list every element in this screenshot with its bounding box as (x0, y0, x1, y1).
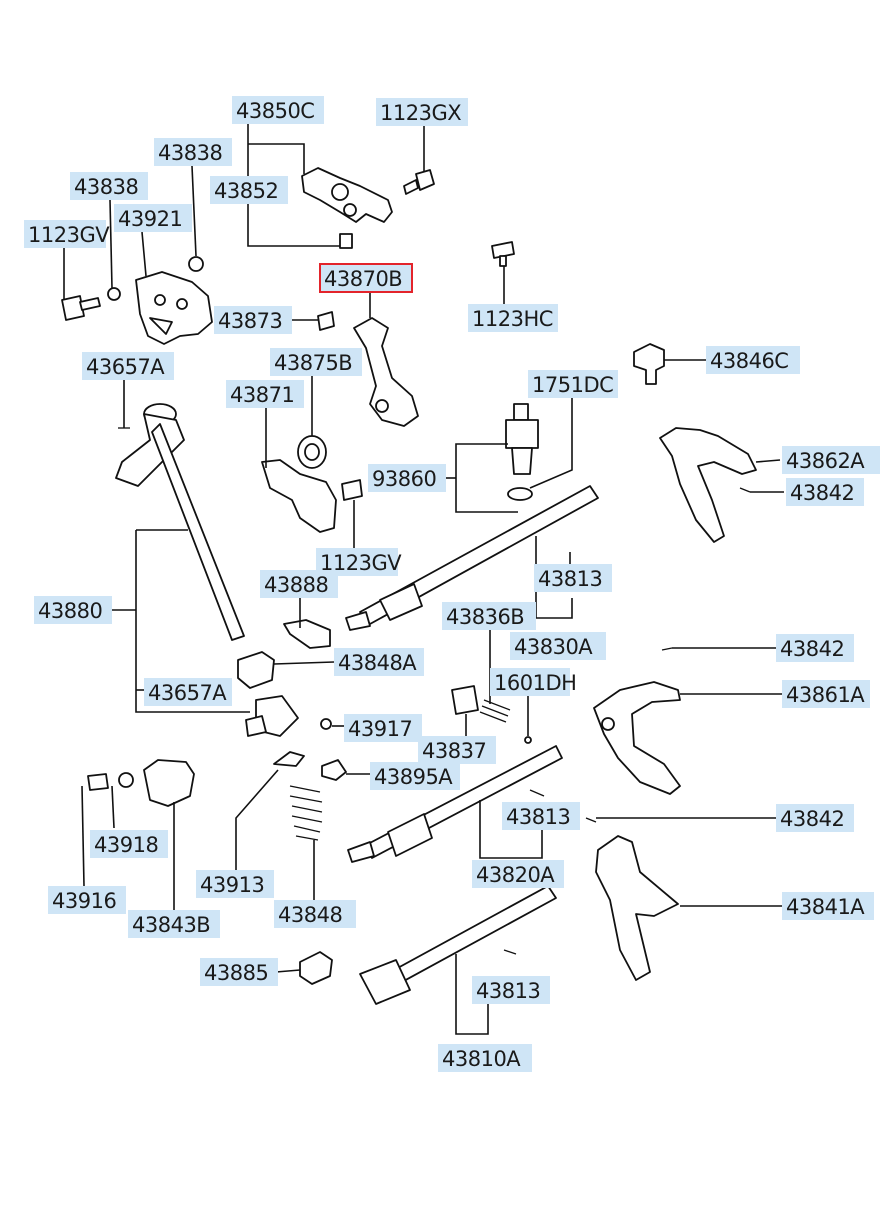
svg-text:43813: 43813 (506, 805, 570, 829)
label-43888[interactable]: 43888 (260, 570, 338, 598)
svg-text:43918: 43918 (94, 833, 158, 857)
svg-text:43888: 43888 (264, 573, 328, 597)
label-43861A[interactable]: 43861A (782, 680, 870, 708)
part-labels: 43850C 1123GX 43838 43838 43852 43921 11… (24, 96, 880, 1072)
label-43895A[interactable]: 43895A (370, 762, 460, 790)
label-43880[interactable]: 43880 (34, 596, 112, 624)
svg-text:43895A: 43895A (374, 765, 453, 789)
label-43848A[interactable]: 43848A (334, 648, 424, 676)
svg-text:43820A: 43820A (476, 863, 555, 887)
svg-text:43813: 43813 (476, 979, 540, 1003)
svg-text:43842: 43842 (780, 807, 844, 831)
label-43820A[interactable]: 43820A (472, 860, 564, 888)
svg-text:43917: 43917 (348, 717, 412, 741)
svg-text:1123GX: 1123GX (380, 101, 461, 125)
svg-text:43852: 43852 (214, 179, 278, 203)
label-43837[interactable]: 43837 (418, 736, 496, 764)
svg-text:43848: 43848 (278, 903, 342, 927)
svg-text:43841A: 43841A (786, 895, 865, 919)
svg-text:43885: 43885 (204, 961, 268, 985)
svg-text:43921: 43921 (118, 207, 182, 231)
label-43813-lower[interactable]: 43813 (472, 976, 550, 1004)
label-43913[interactable]: 43913 (196, 870, 274, 898)
label-43841A[interactable]: 43841A (782, 892, 874, 920)
label-1123HC[interactable]: 1123HC (468, 304, 558, 332)
svg-text:43837: 43837 (422, 739, 486, 763)
svg-text:43838: 43838 (74, 175, 138, 199)
label-43870B[interactable]: 43870B (319, 263, 413, 293)
label-43873[interactable]: 43873 (214, 306, 292, 334)
svg-text:43810A: 43810A (442, 1047, 521, 1071)
label-43813-upper[interactable]: 43813 (534, 564, 612, 592)
label-43862A[interactable]: 43862A (782, 446, 880, 474)
leader-lines (63, 122, 784, 1035)
svg-text:43862A: 43862A (786, 449, 865, 473)
label-43842-lower[interactable]: 43842 (776, 804, 854, 832)
label-43657A-lower[interactable]: 43657A (144, 678, 232, 706)
svg-text:43813: 43813 (538, 567, 602, 591)
label-43850C[interactable]: 43850C (232, 96, 324, 124)
label-43921[interactable]: 43921 (114, 204, 192, 232)
svg-text:43880: 43880 (38, 599, 102, 623)
label-43875B[interactable]: 43875B (270, 348, 362, 376)
label-43657A-upper[interactable]: 43657A (82, 352, 174, 380)
svg-text:43850C: 43850C (236, 99, 314, 123)
label-43842-middle[interactable]: 43842 (776, 634, 854, 662)
svg-text:43842: 43842 (780, 637, 844, 661)
label-43848[interactable]: 43848 (274, 900, 356, 928)
svg-text:43843B: 43843B (132, 913, 210, 937)
svg-text:43657A: 43657A (86, 355, 165, 379)
label-1123GX[interactable]: 1123GX (376, 98, 468, 126)
svg-text:43873: 43873 (218, 309, 282, 333)
svg-text:1751DC: 1751DC (532, 373, 613, 397)
svg-text:43861A: 43861A (786, 683, 865, 707)
svg-text:43836B: 43836B (446, 605, 524, 629)
label-1123GV-left[interactable]: 1123GV (24, 220, 111, 248)
svg-text:1123HC: 1123HC (472, 307, 553, 331)
label-43871[interactable]: 43871 (226, 380, 304, 408)
svg-text:93860: 93860 (372, 467, 436, 491)
svg-text:43913: 43913 (200, 873, 264, 897)
svg-text:43848A: 43848A (338, 651, 417, 675)
svg-text:43875B: 43875B (274, 351, 352, 375)
label-43836B[interactable]: 43836B (442, 602, 536, 630)
label-43813-middle[interactable]: 43813 (502, 802, 580, 830)
label-43917[interactable]: 43917 (344, 714, 422, 742)
label-43810A[interactable]: 43810A (438, 1044, 532, 1072)
svg-text:43842: 43842 (790, 481, 854, 505)
label-43838-lower[interactable]: 43838 (70, 172, 148, 200)
svg-text:43657A: 43657A (148, 681, 227, 705)
svg-text:43846C: 43846C (710, 349, 788, 373)
label-93860[interactable]: 93860 (368, 464, 446, 492)
svg-text:43870B: 43870B (324, 267, 402, 291)
label-43918[interactable]: 43918 (90, 830, 168, 858)
label-43843B[interactable]: 43843B (128, 910, 220, 938)
label-1601DH[interactable]: 1601DH (490, 668, 577, 696)
label-43842-top[interactable]: 43842 (786, 478, 864, 506)
label-1751DC[interactable]: 1751DC (528, 370, 618, 398)
label-43838-upper[interactable]: 43838 (154, 138, 232, 166)
svg-text:1601DH: 1601DH (494, 671, 576, 695)
svg-text:1123GV: 1123GV (28, 223, 110, 247)
label-43846C[interactable]: 43846C (706, 346, 800, 374)
svg-text:43830A: 43830A (514, 635, 593, 659)
label-43885[interactable]: 43885 (200, 958, 278, 986)
svg-text:43916: 43916 (52, 889, 116, 913)
label-43852[interactable]: 43852 (210, 176, 288, 204)
label-43916[interactable]: 43916 (48, 886, 126, 914)
svg-text:43838: 43838 (158, 141, 222, 165)
part-drawings (61, 167, 757, 1005)
svg-text:43871: 43871 (230, 383, 294, 407)
label-43830A[interactable]: 43830A (510, 632, 606, 660)
